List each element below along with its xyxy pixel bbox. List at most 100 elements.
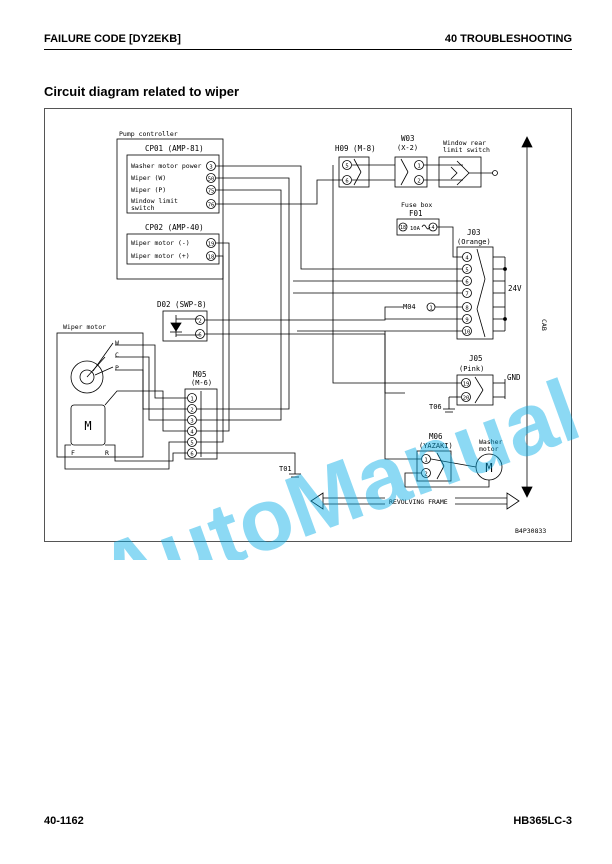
cp01-pin-2-label: Wiper (W) <box>131 174 166 182</box>
d02-pin-1-num: 2 <box>198 319 201 325</box>
w03-pin-1 <box>414 160 424 170</box>
m05-pin-2 <box>187 404 197 414</box>
washer-motor-label-1: Washer <box>479 438 503 446</box>
m04-pin-num: 1 <box>429 306 432 312</box>
cp02-connector <box>126 233 220 265</box>
h09-pin-2 <box>342 175 352 185</box>
m05-pin-6-num: 6 <box>190 452 193 458</box>
j03-pin-1 <box>462 252 472 262</box>
revolving-frame-label: REVOLVING FRAME <box>389 498 448 506</box>
wiper-motor-body <box>70 404 106 446</box>
fuse-box-label: Fuse box <box>401 201 432 209</box>
w03-connector <box>394 156 428 188</box>
d02-label: D02 (SWP-8) <box>157 300 207 309</box>
j03-pin-2-num: 5 <box>465 268 468 274</box>
w03-type: (X-2) <box>397 144 418 152</box>
m05-label: M05 <box>193 370 207 379</box>
cp02-label: CP02 (AMP-40) <box>145 223 204 232</box>
cp01-pin-4-num: 76 <box>208 203 215 209</box>
gnd-label: GND <box>507 373 521 382</box>
j05-connector <box>456 374 494 406</box>
cp01-pin-4-label: Window limit <box>131 197 178 205</box>
m06-pin-2 <box>421 468 431 478</box>
cp01-switch-label: switch <box>131 204 155 212</box>
j03-pin-4 <box>462 288 472 298</box>
wiper-term-p: P <box>115 364 119 372</box>
j03-pin-2 <box>462 264 472 274</box>
f01-pin-2-num: 4 <box>431 225 434 231</box>
cp01-pin-3 <box>206 185 216 195</box>
m05-pin-4 <box>187 426 197 436</box>
j05-label: J05 <box>469 354 483 363</box>
wiper-term-f: F <box>71 449 75 457</box>
f01-pin-1-num: 18 <box>400 225 406 231</box>
wiper-motor-label: Wiper motor <box>63 323 106 331</box>
m06-label: M06 <box>429 432 443 441</box>
header-failure-code: FAILURE CODE [DY2EKB] <box>44 33 181 45</box>
footer-model: HB365LC-3 <box>513 815 572 827</box>
window-switch-box <box>438 156 482 188</box>
m05-pin-1-num: 1 <box>190 397 193 403</box>
wiper-term-w: W <box>115 339 119 347</box>
window-switch-label-1: Window rear <box>443 139 486 147</box>
h09-pin-2-num: 6 <box>345 179 348 185</box>
pump-controller-box <box>116 138 224 280</box>
m05-pin-5-num: 5 <box>190 441 193 447</box>
d02-pin-2 <box>195 329 205 339</box>
j03-pin-1-num: 4 <box>465 256 469 262</box>
j03-pin-7 <box>462 326 472 336</box>
w03-label: W03 <box>401 134 415 143</box>
j03-pin-5-num: 8 <box>465 306 468 312</box>
j03-color: (Orange) <box>457 238 491 246</box>
j03-label: J03 <box>467 228 481 237</box>
d02-connector <box>162 310 208 342</box>
h09-connector <box>338 156 370 188</box>
washer-motor-m: M <box>485 461 492 475</box>
cp01-connector <box>126 154 220 214</box>
m06-pin-1-num: 1 <box>424 458 427 464</box>
cp01-pin-3-num: 75 <box>208 189 215 195</box>
t01-label: T01 <box>279 465 292 473</box>
t06-label: T06 <box>429 403 442 411</box>
pump-controller-label: Pump controller <box>119 130 178 138</box>
d02-pin-1 <box>195 315 205 325</box>
cp02-pin-1 <box>206 238 216 248</box>
m05-pin-4-num: 4 <box>190 430 194 436</box>
w03-pin-2-num: 2 <box>417 179 420 185</box>
cp01-pin-1-num: 3 <box>209 165 212 171</box>
j05-pin-1 <box>461 378 471 388</box>
m05-pin-1 <box>187 393 197 403</box>
window-switch-terminal <box>492 170 498 176</box>
cp01-pin-3-label: Wiper (P) <box>131 186 166 194</box>
f01-rating: 10A <box>410 226 421 232</box>
j05-pin-2-num: 20 <box>463 396 470 402</box>
page-title: Circuit diagram related to wiper <box>44 84 240 99</box>
j03-pin-3 <box>462 276 472 286</box>
j05-pin-2 <box>461 392 471 402</box>
cp01-pin-2 <box>206 173 216 183</box>
wiper-motor-m: M <box>84 419 91 433</box>
w03-pin-2 <box>414 175 424 185</box>
m05-type: (M-6) <box>191 379 212 387</box>
m05-pin-3 <box>187 415 197 425</box>
j03-pin-3-num: 6 <box>465 280 468 286</box>
j03-pin-4-num: 7 <box>465 292 468 298</box>
m06-type: (YAZAKI) <box>419 442 453 450</box>
j03-pin-6 <box>462 314 472 324</box>
v24-label: 24V <box>508 284 522 293</box>
j05-pin-1-num: 19 <box>463 382 470 388</box>
circuit-diagram: Pump controller CP01 (AMP-81) Washer mot… <box>44 108 572 542</box>
cp01-pin-4 <box>206 199 216 209</box>
m05-pin-6 <box>187 448 197 458</box>
cp01-label: CP01 (AMP-81) <box>145 144 204 153</box>
cp02-pin-1-label: Wiper motor (-) <box>131 239 190 247</box>
m05-pin-5 <box>187 437 197 447</box>
cp02-pin-2-label: Wiper motor (+) <box>131 252 190 260</box>
cp02-pin-2 <box>206 251 216 261</box>
cp02-pin-1-num: 19 <box>208 242 215 248</box>
header-section: 40 TROUBLESHOOTING <box>444 33 572 45</box>
f01-pin-1 <box>398 222 408 232</box>
wiper-term-r: R <box>105 449 109 457</box>
diagram-ref: B4P30833 <box>515 527 546 535</box>
cp01-pin-2-num: 50 <box>208 177 215 183</box>
